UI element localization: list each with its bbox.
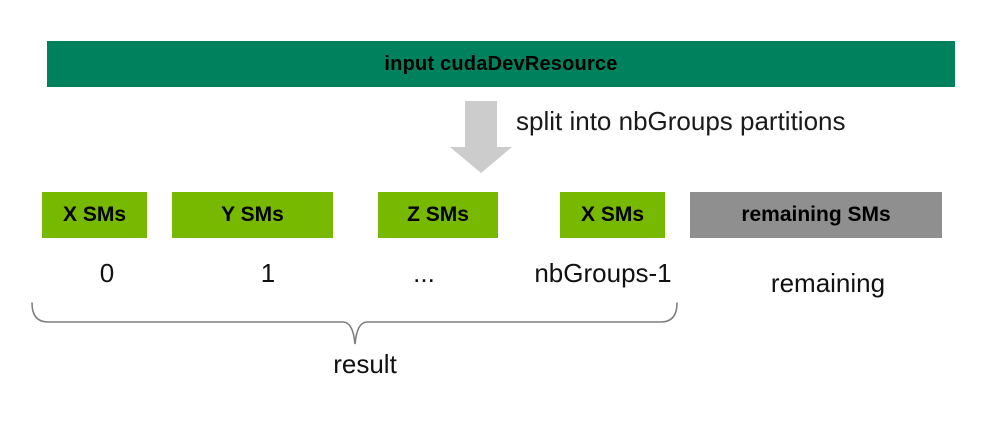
split-down-arrow-icon [450,101,512,173]
input-resource-bar: input cudaDevResource [47,41,955,87]
partition-box-remaining: remaining SMs [690,192,942,238]
partition-index-remaining: remaining [770,268,886,298]
partition-index-0: 0 [99,258,115,288]
partition-index-ellipsis: ... [413,258,435,288]
result-label: result [333,349,397,379]
split-annotation: split into nbGroups partitions [516,106,846,136]
input-resource-label: input cudaDevResource [384,52,618,75]
partition-box-0: X SMs [42,192,147,238]
partition-index-1: 1 [260,258,276,288]
partition-box-3: X SMs [560,192,665,238]
result-brace [31,302,678,345]
partition-index-nbgroups: nbGroups-1 [534,258,672,288]
partition-box-1: Y SMs [172,192,333,238]
partition-box-2: Z SMs [378,192,498,238]
